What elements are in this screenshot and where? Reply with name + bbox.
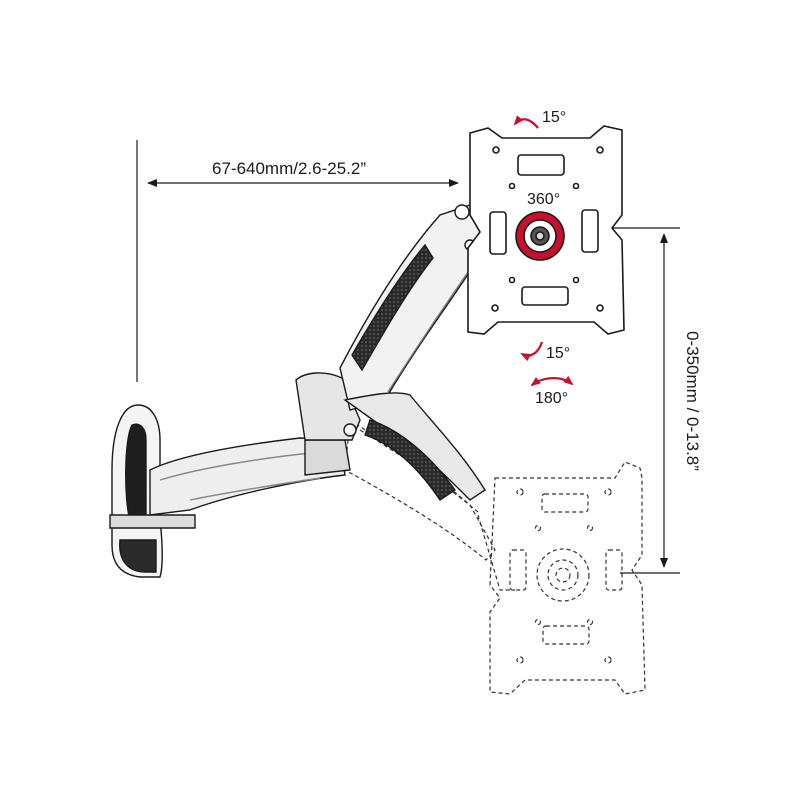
swivel-label: 180° bbox=[535, 390, 569, 407]
rotation-label: 360° bbox=[527, 191, 561, 208]
height-dimension-line bbox=[610, 227, 680, 574]
tilt-up-arrow bbox=[513, 115, 539, 129]
lower-position-outline bbox=[344, 418, 646, 695]
swivel-arrow bbox=[530, 375, 574, 387]
tilt-down-arrow bbox=[520, 341, 544, 362]
reach-dimension-line bbox=[136, 140, 459, 382]
lower-arm bbox=[149, 372, 361, 516]
tilt-down-label: 15° bbox=[546, 345, 571, 362]
wall-bracket bbox=[109, 404, 196, 578]
upper-arm bbox=[339, 204, 491, 501]
reach-dimension-label: 67-640mm/2.6-25.2” bbox=[212, 159, 367, 178]
height-dimension-label: 0-350mm / 0-13.8” bbox=[683, 331, 702, 471]
tilt-up-label: 15° bbox=[542, 109, 567, 126]
vesa-plate-top bbox=[467, 125, 625, 335]
